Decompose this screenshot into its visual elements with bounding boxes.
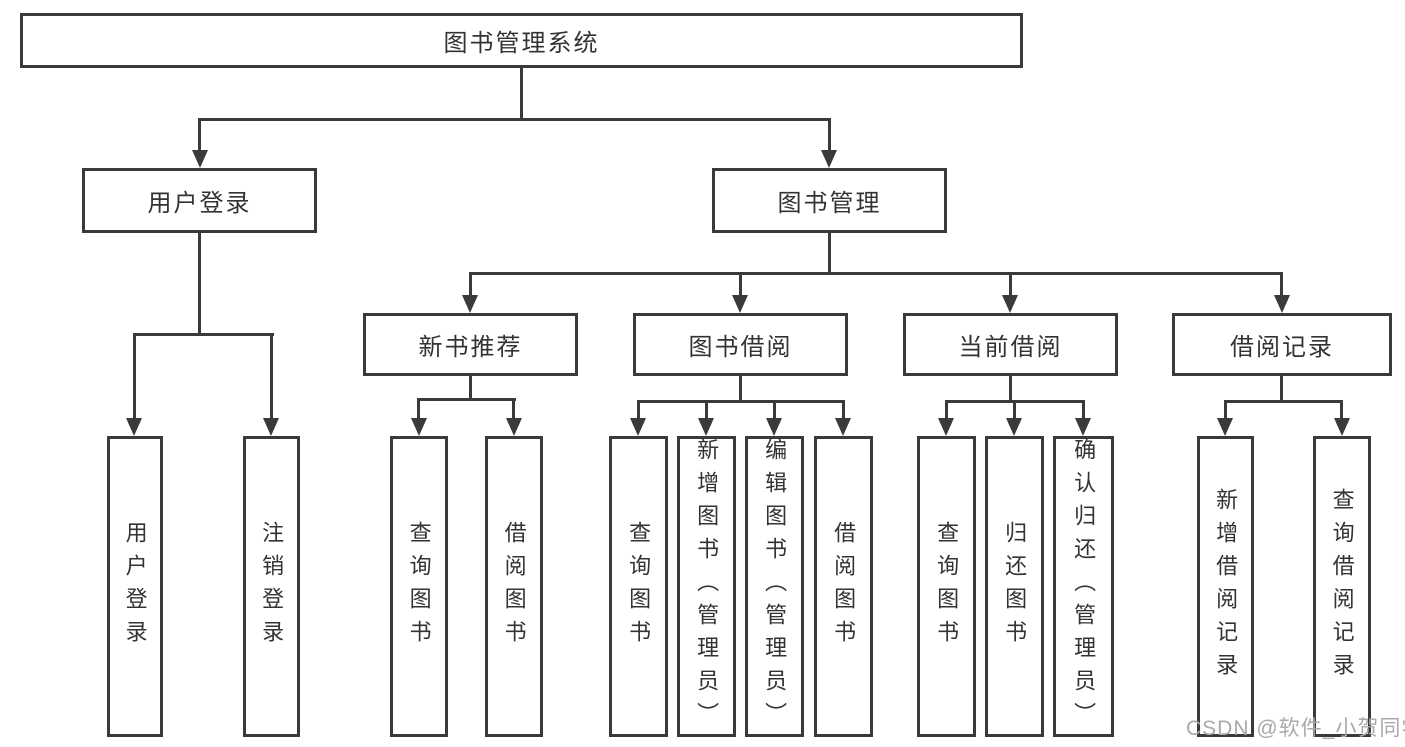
connector-line: [739, 272, 742, 299]
node-borrow-record-label: 借阅记录: [1230, 334, 1334, 361]
node-book-borrow: 图书借阅: [633, 313, 848, 376]
leaf-borrow-add-books-admin: 新增图书（管理员）: [677, 436, 736, 737]
csdn-watermark: CSDN @软件_小贺同学: [1186, 717, 1405, 740]
node-root-system: 图书管理系统: [20, 13, 1023, 68]
leaf-borrow-edit-label: 编辑图书（管理员）: [762, 438, 788, 735]
leaf-newbook-borrow-label: 借阅图书: [501, 520, 527, 653]
node-borrow-record: 借阅记录: [1172, 313, 1392, 376]
connector-line: [842, 400, 845, 420]
leaf-borrow-add-label: 新增图书（管理员）: [694, 438, 720, 735]
leaf-logout-label: 注销登录: [259, 520, 285, 653]
node-user-login-label: 用户登录: [147, 190, 252, 217]
node-new-book-label: 新书推荐: [418, 334, 523, 361]
arrow-down-icon: [192, 150, 208, 168]
leaf-newbook-query-books: 查询图书: [390, 436, 448, 737]
connector-line: [1013, 400, 1016, 420]
leaf-current-return-books: 归还图书: [985, 436, 1044, 737]
connector-line: [469, 272, 1283, 275]
node-book-borrow-label: 图书借阅: [688, 334, 793, 361]
leaf-record-query-borrow-record: 查询借阅记录: [1313, 436, 1371, 737]
connector-line: [512, 398, 515, 420]
leaf-borrow-borrow-label: 借阅图书: [831, 520, 857, 653]
connector-line: [637, 400, 845, 403]
connector-line: [270, 333, 273, 421]
connector-line: [739, 376, 742, 402]
leaf-current-query-label: 查询图书: [934, 520, 960, 653]
connector-line: [520, 68, 523, 120]
leaf-user-login: 用户登录: [107, 436, 163, 737]
node-user-login: 用户登录: [82, 168, 317, 233]
connector-line: [418, 398, 516, 401]
connector-line: [198, 118, 201, 154]
connector-line: [828, 233, 831, 275]
connector-line: [198, 233, 201, 336]
leaf-borrow-query-books: 查询图书: [609, 436, 668, 737]
connector-line: [469, 272, 472, 299]
arrow-down-icon: [126, 418, 142, 436]
arrow-down-icon: [462, 295, 478, 313]
node-root-label: 图书管理系统: [443, 30, 600, 57]
connector-line: [773, 400, 776, 420]
connector-line: [1280, 376, 1283, 402]
connector-line: [637, 400, 640, 420]
leaf-user-login-label: 用户登录: [122, 520, 148, 653]
leaf-logout: 注销登录: [243, 436, 300, 737]
connector-line: [1340, 400, 1343, 420]
node-book-management: 图书管理: [712, 168, 947, 233]
arrow-down-icon: [732, 295, 748, 313]
connector-line: [1082, 400, 1085, 420]
connector-line: [198, 118, 831, 121]
arrow-down-icon: [1334, 418, 1350, 436]
leaf-current-confirm-return-admin: 确认归还（管理员）: [1053, 436, 1114, 737]
node-book-management-label: 图书管理: [777, 190, 882, 217]
arrow-down-icon: [263, 418, 279, 436]
arrow-down-icon: [630, 418, 646, 436]
leaf-newbook-query-label: 查询图书: [406, 520, 432, 653]
connector-line: [1224, 400, 1343, 403]
leaf-borrow-query-label: 查询图书: [626, 520, 652, 653]
arrow-down-icon: [835, 418, 851, 436]
connector-line: [945, 400, 948, 420]
leaf-current-confirm-label: 确认归还（管理员）: [1071, 438, 1097, 735]
arrow-down-icon: [1217, 418, 1233, 436]
node-new-book-recommend: 新书推荐: [363, 313, 578, 376]
connector-line: [1009, 272, 1012, 299]
arrow-down-icon: [1006, 418, 1022, 436]
arrow-down-icon: [1002, 295, 1018, 313]
arrow-down-icon: [698, 418, 714, 436]
connector-line: [417, 398, 420, 420]
connector-line: [705, 400, 708, 420]
node-current-borrow-label: 当前借阅: [958, 334, 1063, 361]
connector-line: [1009, 376, 1012, 402]
arrow-down-icon: [1274, 295, 1290, 313]
leaf-record-add-borrow-record: 新增借阅记录: [1197, 436, 1254, 737]
connector-line: [1280, 272, 1283, 299]
connector-line: [828, 118, 831, 154]
leaf-current-return-label: 归还图书: [1002, 520, 1028, 653]
leaf-record-query-label: 查询借阅记录: [1329, 487, 1355, 686]
node-current-borrow: 当前借阅: [903, 313, 1118, 376]
arrow-down-icon: [938, 418, 954, 436]
leaf-newbook-borrow-books: 借阅图书: [485, 436, 543, 737]
connector-line: [133, 333, 274, 336]
leaf-current-query-books: 查询图书: [917, 436, 976, 737]
leaf-borrow-borrow-books: 借阅图书: [814, 436, 873, 737]
arrow-down-icon: [1075, 418, 1091, 436]
connector-line: [1224, 400, 1227, 420]
arrow-down-icon: [821, 150, 837, 168]
connector-line: [469, 376, 472, 400]
connector-line: [133, 333, 136, 421]
arrow-down-icon: [411, 418, 427, 436]
arrow-down-icon: [506, 418, 522, 436]
leaf-borrow-edit-books-admin: 编辑图书（管理员）: [745, 436, 804, 737]
leaf-record-add-label: 新增借阅记录: [1213, 487, 1239, 686]
arrow-down-icon: [766, 418, 782, 436]
